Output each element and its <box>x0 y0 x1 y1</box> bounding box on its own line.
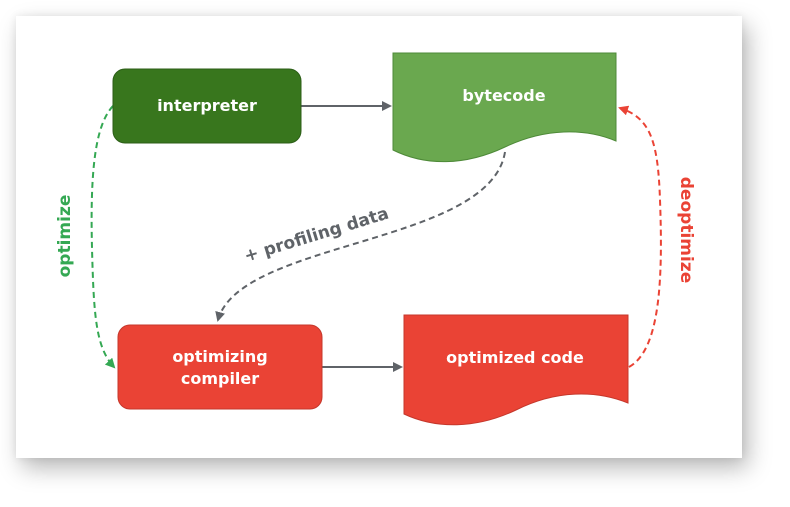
arrow-optimize <box>90 105 116 369</box>
optimize-label: optimize <box>55 195 75 278</box>
optimized-code-document-shape <box>403 314 629 426</box>
optimizing-compiler-box <box>117 324 323 410</box>
node-optimized-code: optimized code <box>403 314 629 426</box>
arrow-deoptimize <box>618 105 662 368</box>
bytecode-document-shape <box>392 52 617 163</box>
profiling-data-label: + profiling data <box>242 204 391 267</box>
deoptimize-label: deoptimize <box>676 177 696 283</box>
node-optimizing-compiler: optimizing compiler <box>117 324 323 410</box>
bytecode-label: bytecode <box>462 86 545 105</box>
optimized-code-label: optimized code <box>446 348 584 367</box>
interpreter-box <box>112 68 302 144</box>
arrow-profiling-data <box>215 151 506 322</box>
optimizing-compiler-label-line2: compiler <box>181 369 259 388</box>
optimizing-compiler-label-line1: optimizing <box>172 347 267 366</box>
interpreter-label: interpreter <box>157 96 257 115</box>
node-interpreter: interpreter <box>112 68 302 144</box>
node-bytecode: bytecode <box>392 52 617 163</box>
